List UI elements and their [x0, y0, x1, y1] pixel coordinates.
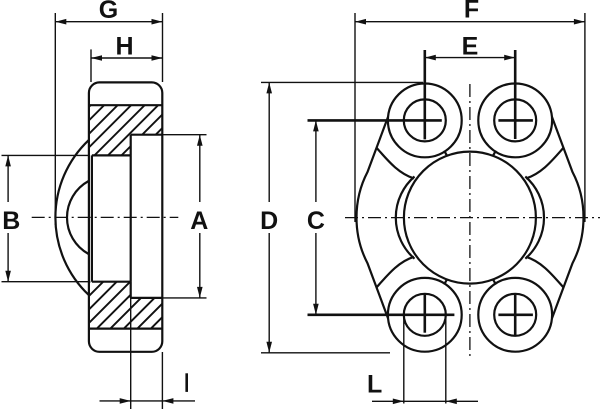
- svg-text:H: H: [115, 32, 133, 60]
- svg-text:E: E: [462, 32, 479, 60]
- svg-text:C: C: [307, 207, 325, 235]
- svg-text:D: D: [260, 207, 278, 235]
- svg-text:B: B: [2, 207, 20, 235]
- svg-text:L: L: [367, 371, 382, 399]
- svg-text:G: G: [99, 0, 118, 24]
- svg-text:A: A: [190, 207, 208, 235]
- svg-text:F: F: [464, 0, 479, 23]
